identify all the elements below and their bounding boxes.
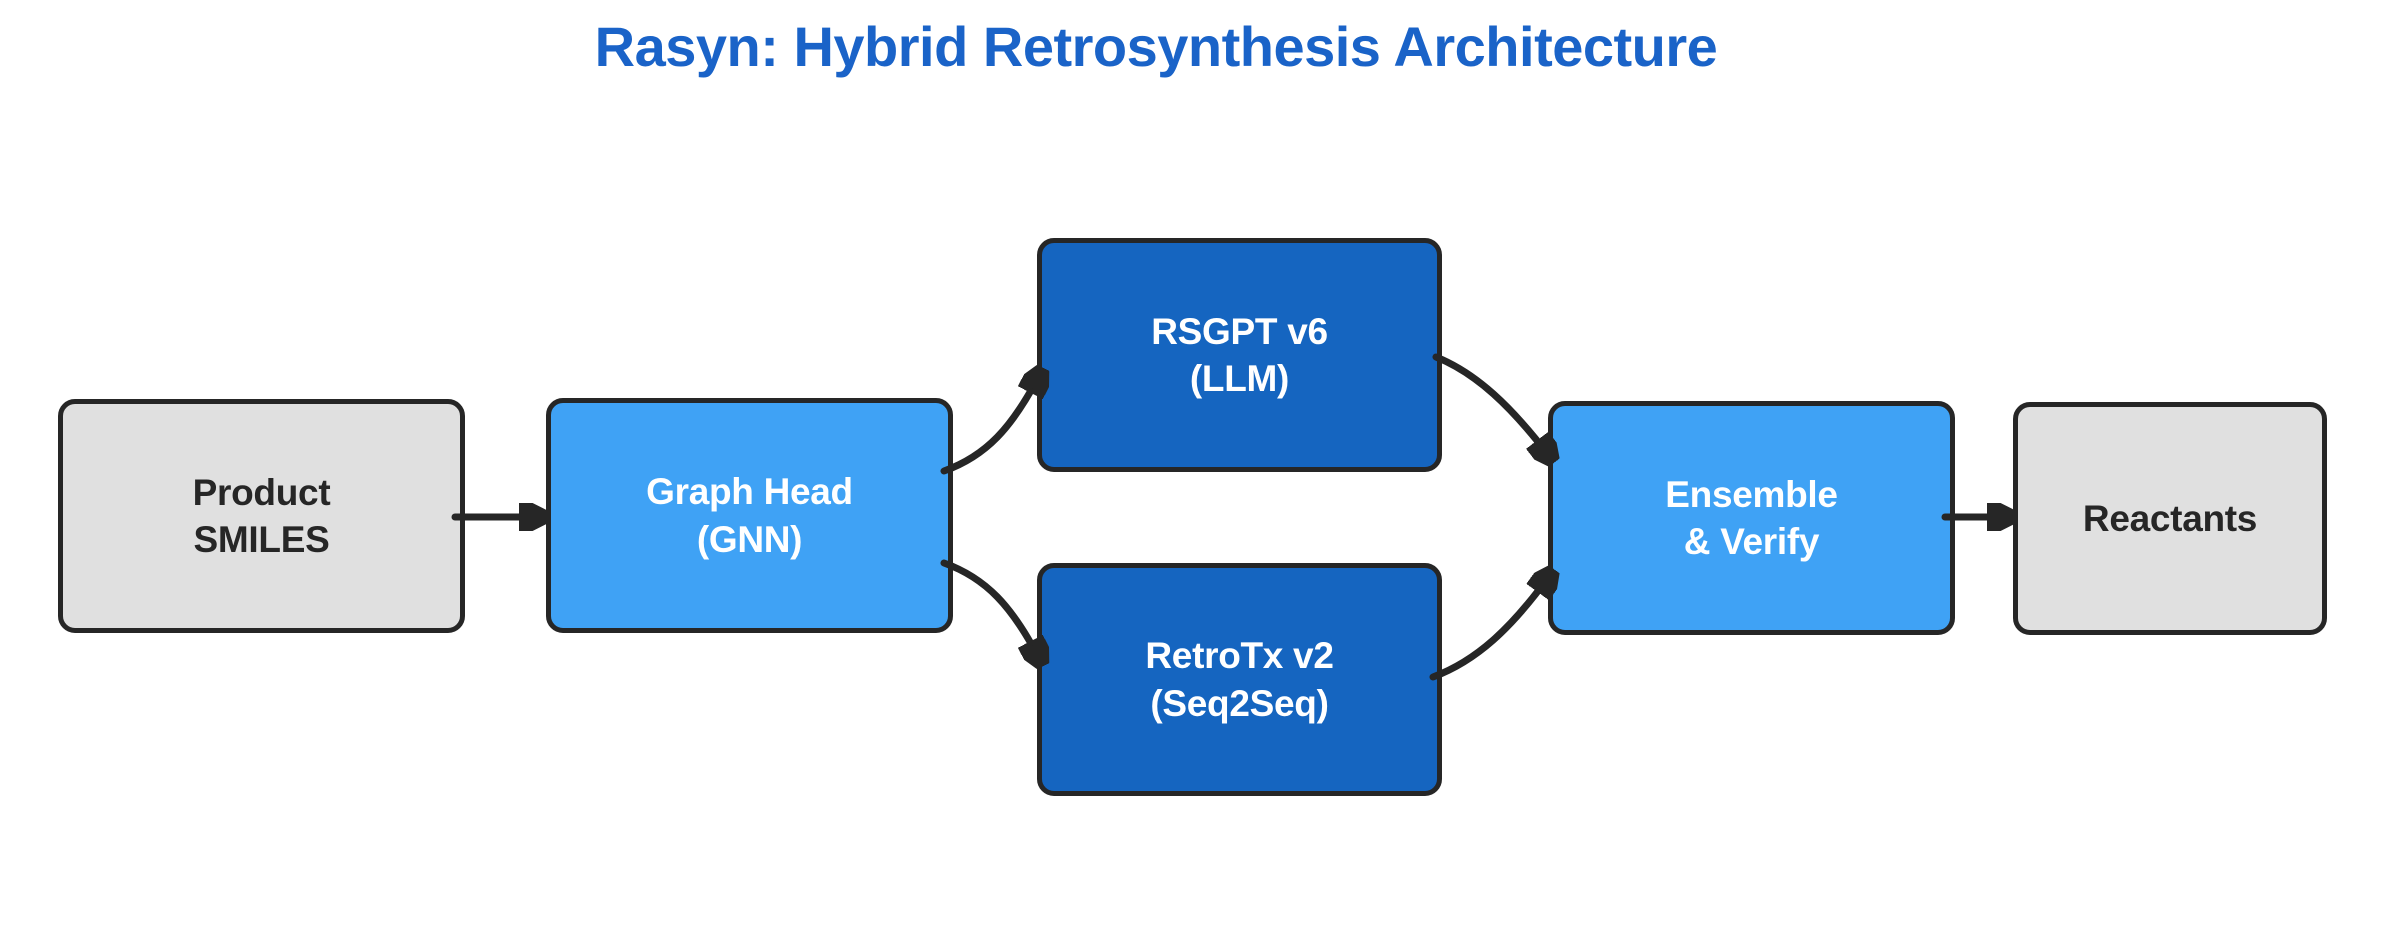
node-reactants: Reactants — [2013, 402, 2327, 635]
node-graph-head-label: Graph Head (GNN) — [646, 468, 853, 563]
node-graph-head: Graph Head (GNN) — [546, 398, 953, 633]
page-title: Rasyn: Hybrid Retrosynthesis Architectur… — [594, 15, 1718, 78]
edge-retrotx-to-ensemble-arrow — [1429, 575, 1550, 681]
label-line: RetroTx v2 — [1145, 635, 1334, 677]
label-line: (Seq2Seq) — [1150, 682, 1329, 724]
edge-rsgpt-to-ensemble-arrow — [1432, 353, 1550, 457]
label-line: & Verify — [1683, 521, 1820, 562]
node-ensemble-verify: Ensemble & Verify — [1548, 401, 1955, 635]
label-line: Product — [192, 471, 331, 513]
edge-graphhead-to-retrotx-arrow — [940, 559, 1040, 660]
label-line: Graph Head — [646, 471, 853, 513]
node-retrotx-v2: RetroTx v2 (Seq2Seq) — [1037, 563, 1442, 796]
label-line: (LLM) — [1189, 358, 1290, 399]
label-line: (GNN) — [696, 518, 803, 560]
node-reactants-label: Reactants — [2083, 495, 2257, 542]
node-retrotx-v2-label: RetroTx v2 (Seq2Seq) — [1145, 632, 1334, 727]
node-rsgpt-v6-label: RSGPT v6 (LLM) — [1151, 308, 1328, 403]
node-ensemble-verify-label: Ensemble & Verify — [1665, 471, 1838, 566]
label-line: RSGPT v6 — [1151, 310, 1328, 352]
node-product-smiles: Product SMILES — [58, 399, 465, 633]
label-line: Ensemble — [1665, 473, 1838, 515]
label-line: SMILES — [193, 519, 330, 560]
label-line: Reactants — [2082, 497, 2258, 539]
node-rsgpt-v6: RSGPT v6 (LLM) — [1037, 238, 1442, 472]
node-product-smiles-label: Product SMILES — [193, 469, 331, 564]
edge-graphhead-to-rsgpt-arrow — [940, 374, 1040, 475]
